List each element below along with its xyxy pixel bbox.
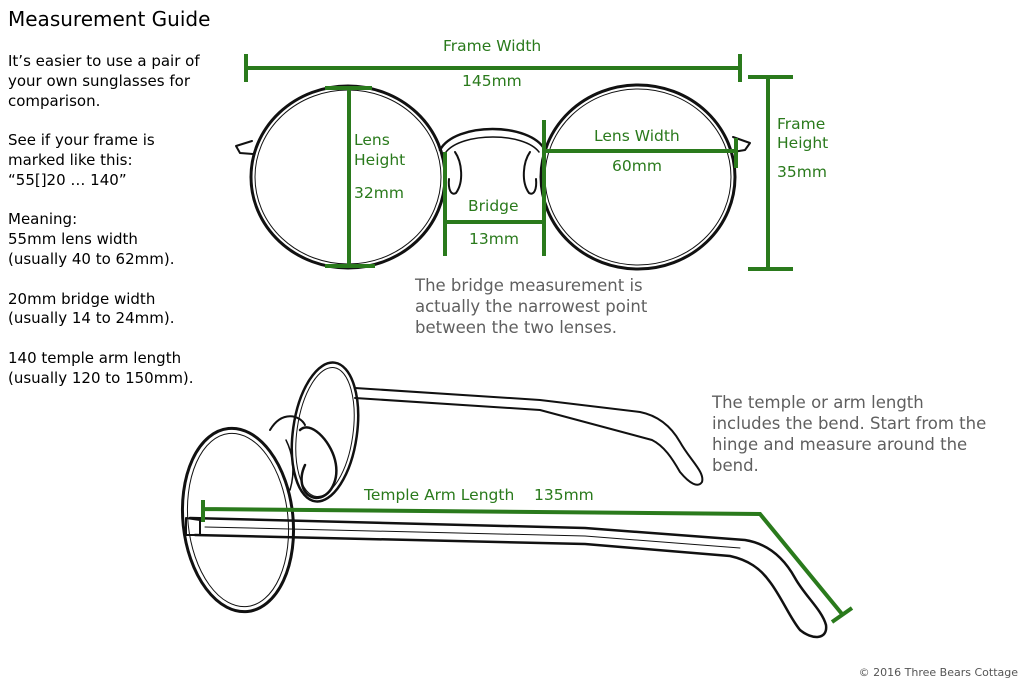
guide-line: “55[]20 … 140” (8, 170, 127, 189)
right-lens (539, 83, 737, 271)
guide-line: 55mm lens width (8, 230, 138, 249)
frame-height-label-line1: Frame (777, 115, 826, 133)
bridge-note-line: The bridge measurement is (415, 276, 643, 295)
temple-note-line: includes the bend. Start from the (712, 414, 987, 433)
lens-width-label: Lens Width (594, 127, 680, 145)
frame-height-line (748, 75, 793, 271)
bridge-note-line: between the two lenses. (415, 318, 618, 337)
bridge-inner (445, 136, 540, 153)
temple-length-label: Temple Arm Length (364, 486, 515, 504)
right-nose-pad (522, 151, 538, 195)
bridge-line (443, 152, 546, 256)
side-back-lens-inner (295, 367, 355, 497)
guide-line: 20mm bridge width (8, 289, 156, 308)
guide-line: comparison. (8, 91, 101, 110)
bridge-top (438, 127, 547, 152)
guide-line: (usually 14 to 24mm). (8, 309, 175, 328)
back-temple-arm (354, 387, 704, 486)
temple-note-line: The temple or arm length (712, 393, 924, 412)
temple-note: The temple or arm length includes the be… (712, 392, 986, 476)
bridge-value: 13mm (469, 230, 519, 248)
frame-width-value: 145mm (462, 72, 522, 90)
measurement-instructions: It’s easier to use a pair of your own su… (8, 52, 248, 408)
frame-width-line (244, 54, 742, 82)
temple-length-line (201, 500, 854, 624)
lens-height-label-line1: Lens (354, 131, 390, 149)
guide-line: (usually 120 to 150mm). (8, 368, 194, 387)
lens-height-value: 32mm (354, 184, 404, 202)
side-back-lens (290, 361, 360, 503)
bridge-note-line: actually the narrowest point (415, 297, 648, 316)
right-lens-inner (544, 88, 732, 266)
bridge-label: Bridge (468, 197, 519, 215)
instruction-bridge-width: 20mm bridge width (usually 14 to 24mm). (8, 290, 248, 330)
guide-line: (usually 40 to 62mm). (8, 249, 175, 268)
left-nose-pad (447, 151, 463, 195)
lens-width-value: 60mm (612, 157, 662, 175)
copyright-notice: © 2016 Three Bears Cottage (858, 666, 1018, 679)
temple-length-value: 135mm (534, 486, 594, 504)
guide-line: It’s easier to use a pair of (8, 52, 200, 70)
side-front-lens-inner (186, 432, 290, 608)
temple-note-line: bend. (712, 456, 759, 475)
frame-width-label: Frame Width (443, 37, 542, 55)
frame-height-value: 35mm (777, 163, 827, 181)
guide-line: See if your frame is (8, 131, 155, 150)
frame-height-label-line2: Height (777, 134, 829, 152)
right-hinge (732, 136, 751, 153)
bridge-note: The bridge measurement is actually the n… (415, 275, 647, 338)
guide-line: your own sunglasses for (8, 71, 190, 90)
instruction-temple-length: 140 temple arm length (usually 120 to 15… (8, 349, 248, 389)
side-bridge (269, 415, 306, 431)
guide-line: marked like this: (8, 150, 133, 169)
instruction-comparison: It’s easier to use a pair of your own su… (8, 52, 248, 111)
temple-note-line: hinge and measure around the (712, 435, 968, 454)
side-front-lens (180, 426, 296, 614)
side-nose-pad (298, 426, 338, 500)
lens-height-line (325, 86, 375, 268)
instruction-lens-width: Meaning: 55mm lens width (usually 40 to … (8, 210, 248, 269)
lens-height-label-line2: Height (354, 151, 406, 169)
page-title: Measurement Guide (8, 7, 211, 31)
left-hinge (235, 140, 254, 155)
guide-line: Meaning: (8, 210, 78, 229)
front-temple-arm-line (204, 526, 741, 549)
side-view-glasses (180, 361, 828, 639)
measurement-lines (201, 54, 854, 624)
side-nose-arm (285, 439, 294, 491)
side-hinge (185, 517, 201, 536)
instruction-marking: See if your frame is marked like this: “… (8, 131, 248, 190)
guide-line: 140 temple arm length (8, 348, 182, 367)
front-temple-arm-top (188, 516, 828, 639)
